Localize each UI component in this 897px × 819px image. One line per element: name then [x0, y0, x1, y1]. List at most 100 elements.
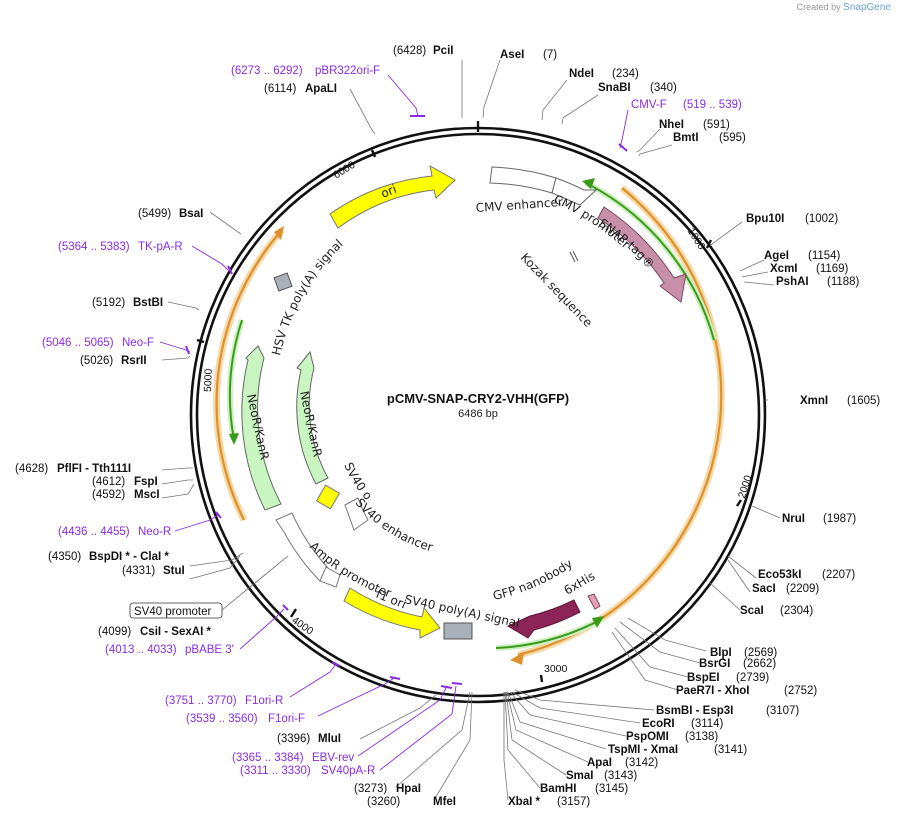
- primer-pos-neo-r: (4436 .. 4455): [58, 526, 130, 538]
- enzyme-pos-bpu10i: (1002): [805, 213, 838, 225]
- enzyme-name-csii-sexai: CsiI - SexAI *: [140, 626, 211, 638]
- enzyme-pos-snabi: (340): [650, 82, 677, 94]
- enzyme-name-bspdi-clai: BspDI * - ClaI *: [89, 551, 169, 563]
- enzyme-name-eco53ki: Eco53kI: [758, 569, 801, 581]
- enzyme-pos-saci: (2209): [786, 583, 819, 595]
- enzyme-pos-smai: (3143): [604, 770, 637, 782]
- enzyme-name-tspmi-xmai: TspMI - XmaI: [608, 744, 678, 756]
- ring-ticks: [196, 121, 742, 683]
- primer-pos-neo-f: (5046 .. 5065): [42, 337, 114, 349]
- sv40-ori-box: [315, 484, 341, 510]
- label-gfp-nanobody: GFP nanobody: [491, 556, 574, 603]
- enzyme-pos-apai: (3142): [625, 757, 658, 769]
- enzyme-pos-agei: (1154): [808, 250, 841, 262]
- primer-pos-f1ori-r: (3751 .. 3770): [165, 695, 237, 707]
- enzyme-pos-hpai: (3273): [354, 783, 387, 795]
- enzyme-name-smai: SmaI: [566, 770, 594, 782]
- his6-arrow: [587, 593, 601, 610]
- primer-pos-cmv-f: (519 .. 539): [683, 99, 742, 111]
- enzyme-pos-xcmi: (1169): [816, 263, 849, 275]
- primer-name-f1ori-f: F1ori-F: [268, 713, 305, 725]
- enzyme-name-bpu10i: Bpu10I: [746, 213, 784, 225]
- enzyme-pos-paer7i-xhoi: (2752): [784, 685, 817, 697]
- enzyme-pos-fspi: (4612): [92, 476, 125, 488]
- ori-arrow: [329, 165, 456, 229]
- green-right-arrowhead: [582, 178, 595, 189]
- snapgene-credit: Created by SnapGene: [797, 2, 891, 13]
- neor-outer-arrow: [241, 345, 282, 511]
- sv40-enhancer-box: [344, 497, 369, 531]
- enzyme-name-pflfi-tth111i: PflFI - Tth111I: [57, 463, 131, 475]
- cmv-enhancer-box: [489, 166, 557, 194]
- enzyme-pos-asei: (7): [543, 49, 557, 61]
- enzyme-name-agei: AgeI: [764, 250, 789, 262]
- enzyme-pos-csii-sexai: (4099): [98, 626, 131, 638]
- orf-arc-right: [517, 185, 725, 659]
- enzyme-name-apai: ApaI: [587, 757, 612, 769]
- label-hsv-tk-polya-path: HSV TK poly(A) signal: [269, 237, 345, 357]
- orf-arc-left-core: [215, 229, 283, 521]
- hsv-tk-polya-box: [273, 272, 293, 292]
- enzyme-pos-rsrii: (5026): [80, 355, 113, 367]
- enzyme-name-saci: SacI: [752, 583, 776, 595]
- enzyme-name-bsmbi-esp3i: BsmBI - Esp3I: [656, 705, 733, 717]
- enzyme-pos-ecori: (3114): [691, 718, 724, 730]
- f1-ori-arrow: [343, 587, 441, 639]
- enzyme-pos-blpi: (2569): [744, 647, 777, 659]
- enzyme-pos-xbai: (3157): [557, 796, 590, 808]
- enzyme-name-blpi: BlpI: [710, 647, 732, 659]
- orf-left-arrowhead: [274, 226, 284, 240]
- enzyme-pos-ndei: (234): [612, 68, 639, 80]
- enzyme-pos-mfei: (3260): [367, 796, 400, 808]
- primer-name-cmv-f: CMV-F: [631, 99, 667, 111]
- enzyme-name-mfei: MfeI: [433, 796, 456, 808]
- primer-name-pbr322ori-f: pBR322ori-F: [315, 65, 380, 77]
- enzyme-pos-pflfi-tth111i: (4628): [15, 463, 48, 475]
- label-sv40-enhancer: SV40 enhancer: [353, 496, 435, 555]
- green-arc-right-core: [585, 182, 715, 341]
- enzyme-pos-scai: (2304): [780, 605, 813, 617]
- enzyme-name-bamhi: BamHI: [540, 783, 576, 795]
- cmv-promoter-arrow: [551, 177, 598, 206]
- enzyme-pos-bspdi-clai: (4350): [48, 551, 81, 563]
- tick-3000: 3000: [544, 663, 568, 675]
- primer-name-pbabe3: pBABE 3': [185, 644, 234, 656]
- enzyme-pos-tspmi-xmai: (3141): [714, 744, 747, 756]
- enzyme-name-rsrii: RsrII: [121, 355, 147, 367]
- primer-name-f1ori-r: F1ori-R: [245, 695, 283, 707]
- enzyme-name-xmni: XmnI: [800, 395, 828, 407]
- enzyme-name-hpai: HpaI: [396, 783, 421, 795]
- enzyme-pos-eco53ki: (2207): [822, 569, 855, 581]
- sv40-promoter-callout-box: [129, 602, 223, 619]
- primer-pos-f1ori-f: (3539 .. 3560): [186, 713, 258, 725]
- enzyme-pos-bsrgi: (2662): [743, 658, 776, 670]
- enzyme-name-bspei: BspEI: [687, 672, 720, 684]
- enzyme-name-xcmi: XcmI: [770, 263, 798, 275]
- enzyme-name-bmti: BmtI: [673, 132, 699, 144]
- label-hsv-tk-polya: HSV TK poly(A) signal: [269, 237, 345, 357]
- enzyme-pos-bmti: (595): [719, 132, 746, 144]
- primer-name-tk-pa-r: TK-pA-R: [138, 241, 183, 253]
- label-gfp-nanobody-path: GFP nanobody: [491, 556, 574, 603]
- tick-5000: 5000: [202, 368, 215, 392]
- plasmid-name: pCMV-SNAP-CRY2-VHH(GFP): [387, 391, 569, 406]
- label-kozak: Kozak sequence: [518, 250, 595, 329]
- label-ori: ori: [379, 182, 399, 201]
- enzyme-name-bsai: BsaI: [179, 208, 203, 220]
- enzyme-pos-bsmbi-esp3i: (3107): [766, 705, 799, 717]
- primer-name-neo-r: Neo-R: [138, 526, 171, 538]
- plasmid-length: 6486 bp: [458, 408, 498, 420]
- primer-pos-pbabe3: (4013 .. 4033): [105, 644, 177, 656]
- neor-inner-arrow: [296, 350, 329, 485]
- enzyme-name-bstbi: BstBI: [133, 297, 163, 309]
- enzyme-pos-nrui: (1987): [823, 513, 856, 525]
- enzyme-name-pspomi: PspOMI: [626, 731, 669, 743]
- green-arc-bottom-core: [495, 618, 603, 649]
- enzyme-name-bsrgi: BsrGI: [699, 658, 730, 670]
- enzyme-pos-msci: (4592): [92, 489, 125, 501]
- enzyme-name-msci: MscI: [134, 489, 160, 501]
- orf-arc-right-core: [517, 187, 723, 657]
- enzyme-pos-pshai: (1188): [827, 276, 860, 288]
- enzyme-name-asei: AseI: [500, 49, 524, 61]
